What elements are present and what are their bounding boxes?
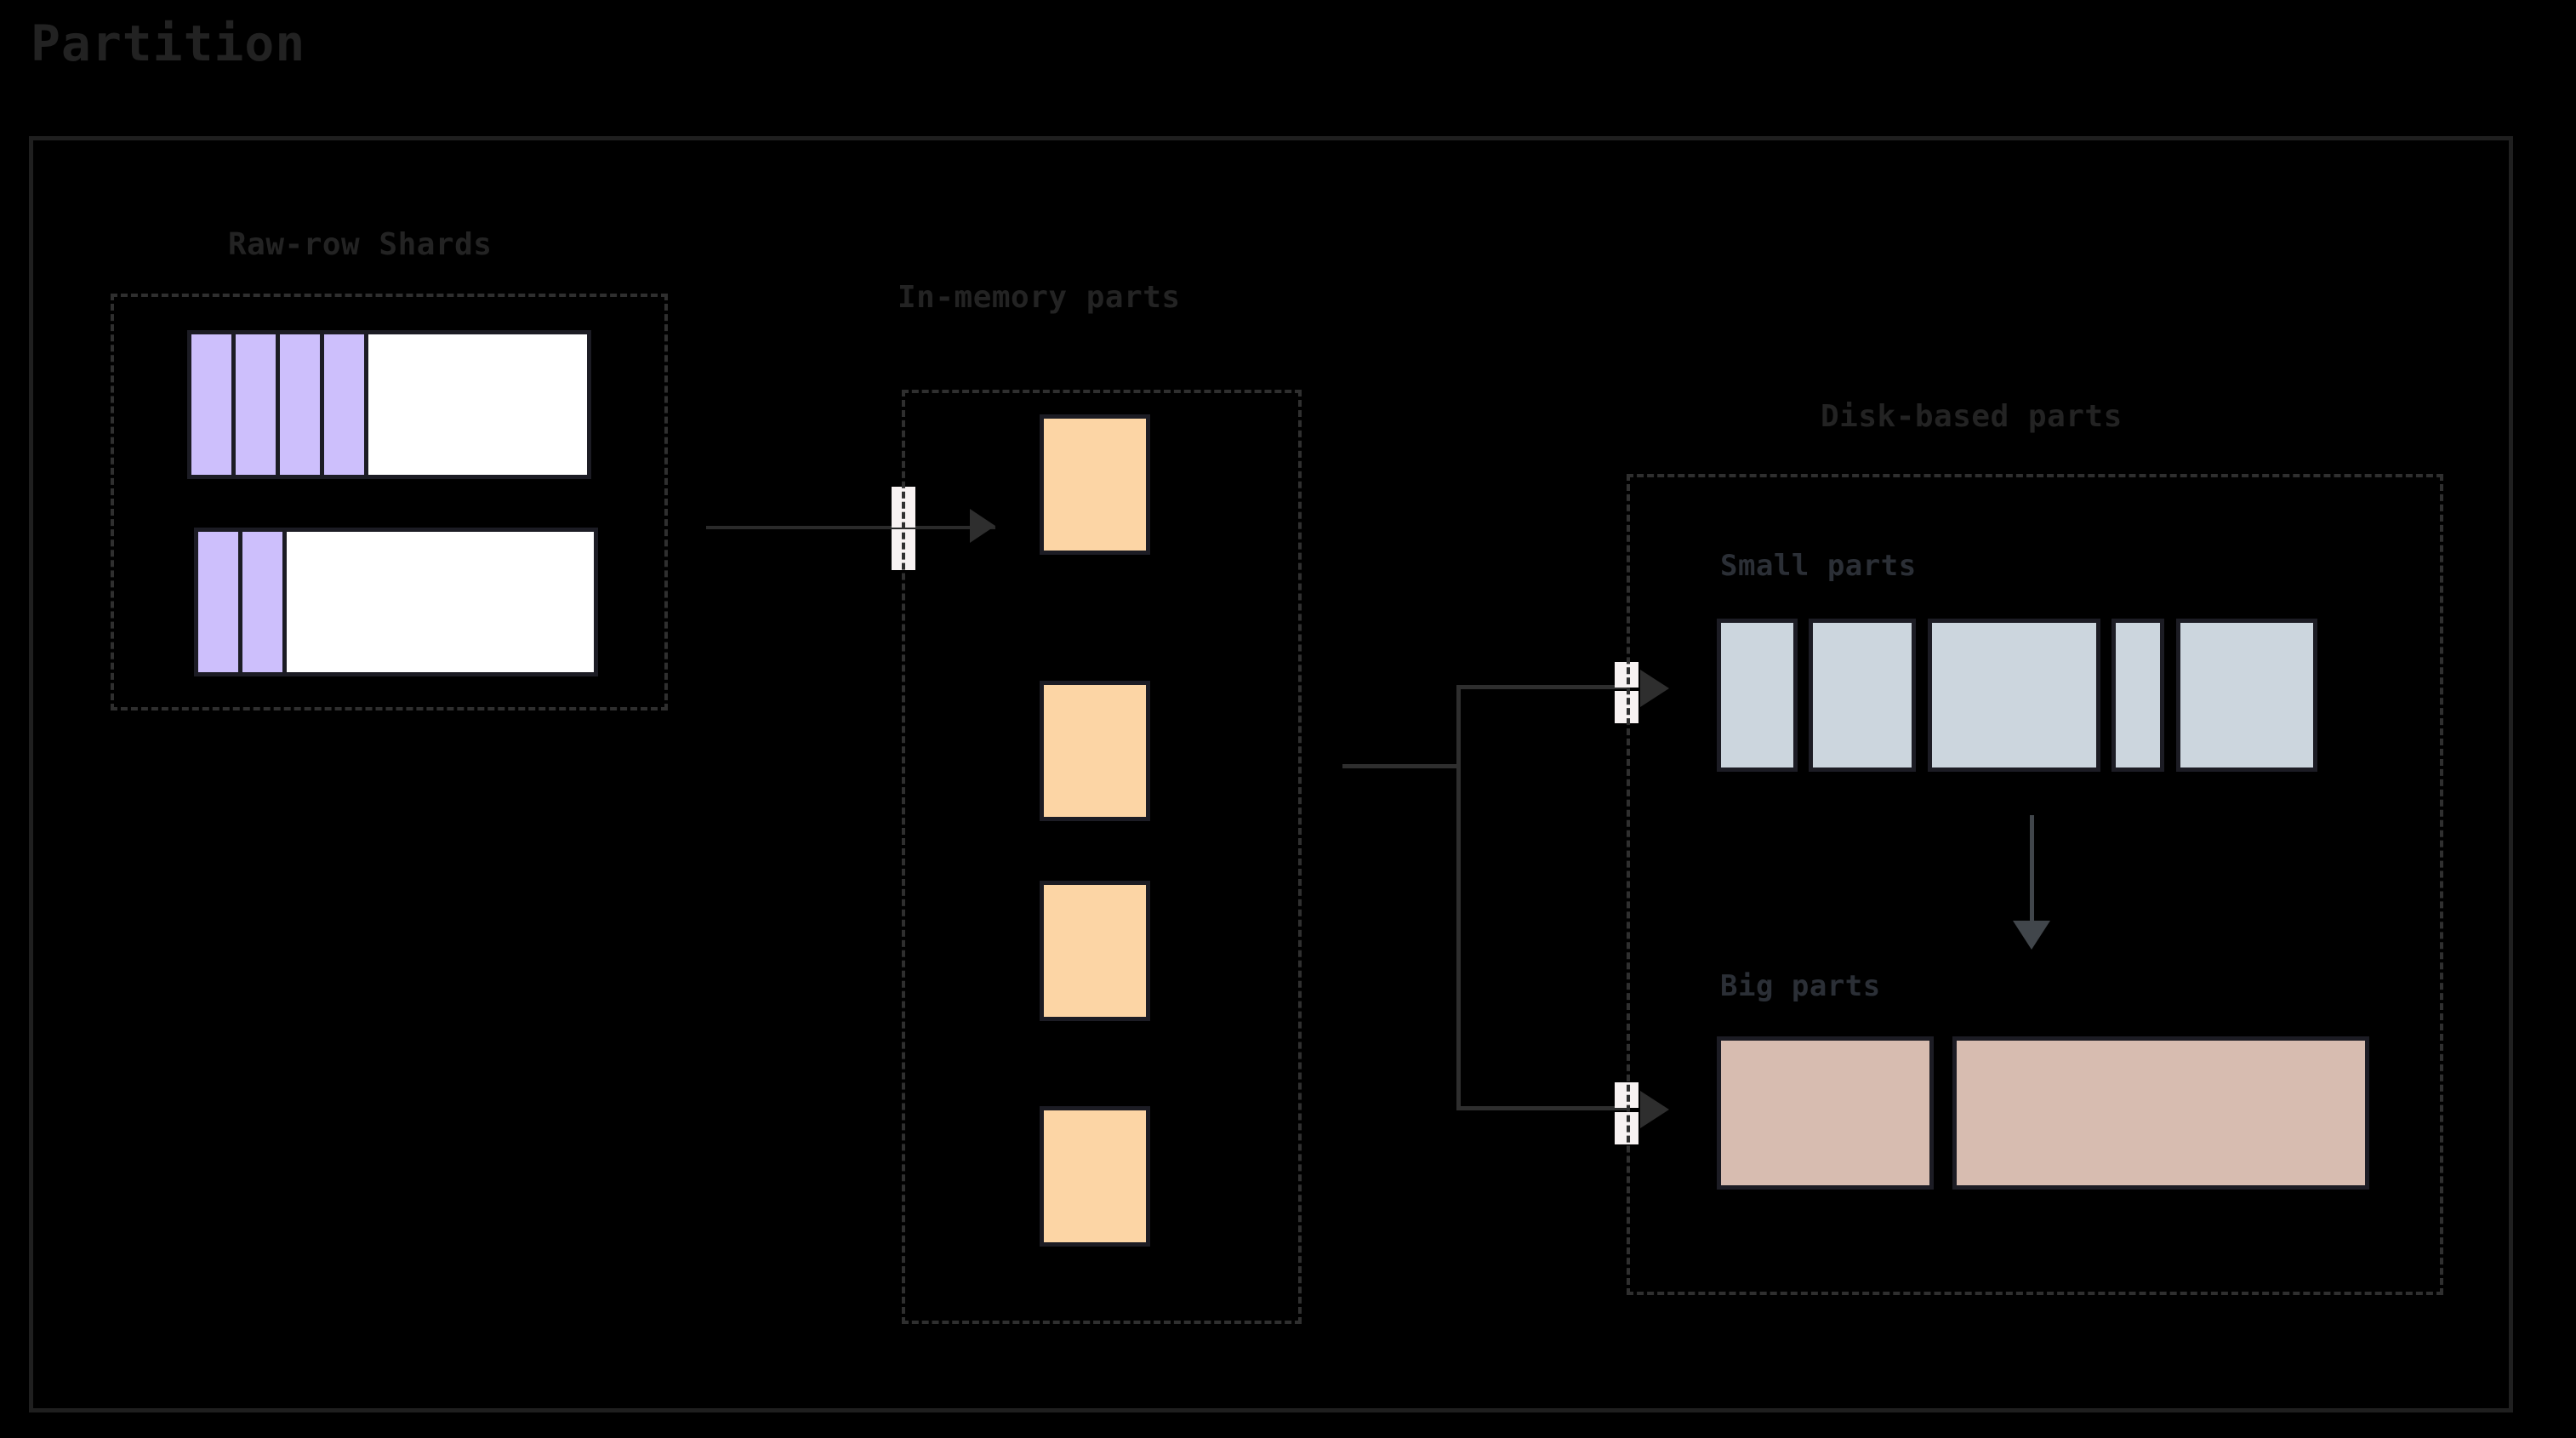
connector-branch-to-small-parts	[1456, 685, 1627, 689]
page-title: Partition	[31, 14, 306, 72]
small-part	[1928, 619, 2100, 772]
small-part	[1717, 619, 1798, 772]
in-memory-part	[1040, 1106, 1150, 1247]
shard-cell-filled	[198, 532, 242, 672]
shard-cell-filled	[191, 334, 236, 475]
disk-based-parts-group	[1627, 474, 2443, 1295]
in-memory-parts-group	[902, 390, 1302, 1324]
shard-cell-filled	[280, 334, 324, 475]
in-memory-part	[1040, 414, 1150, 555]
small-part	[1809, 619, 1916, 772]
shard-cell-filled	[324, 334, 368, 475]
shard-row	[194, 528, 598, 676]
in-memory-parts-label: In-memory parts	[898, 280, 1181, 315]
connector-shards-to-in-memory	[706, 526, 995, 529]
small-part	[2112, 619, 2164, 772]
shard-cell-filled	[242, 532, 287, 672]
big-parts-label: Big parts	[1720, 969, 1881, 1003]
shard-cell-empty	[368, 334, 587, 475]
big-part	[1952, 1036, 2369, 1190]
connector-branch-to-big-parts	[1456, 1106, 1627, 1110]
big-part	[1717, 1036, 1934, 1190]
connector-small-to-big-merge	[2030, 815, 2034, 934]
arrow-head-to-big-parts	[1640, 1091, 1669, 1128]
in-memory-part	[1040, 881, 1150, 1021]
connector-in-memory-stub	[1342, 764, 1456, 768]
shard-cell-filled	[236, 334, 280, 475]
connector-branch-trunk	[1456, 685, 1461, 1110]
arrow-head-small-to-big-merge	[2013, 921, 2050, 950]
small-part	[2176, 619, 2317, 772]
arrow-head-to-small-parts	[1640, 670, 1669, 707]
shard-row	[187, 330, 591, 479]
raw-row-shards-group	[111, 294, 668, 710]
disk-based-parts-label: Disk-based parts	[1821, 399, 2123, 434]
arrow-head-shards-to-in-memory	[970, 509, 995, 543]
shard-cell-empty	[287, 532, 594, 672]
in-memory-part	[1040, 681, 1150, 821]
raw-row-shards-label: Raw-row Shards	[228, 227, 493, 262]
small-parts-label: Small parts	[1720, 549, 1917, 583]
